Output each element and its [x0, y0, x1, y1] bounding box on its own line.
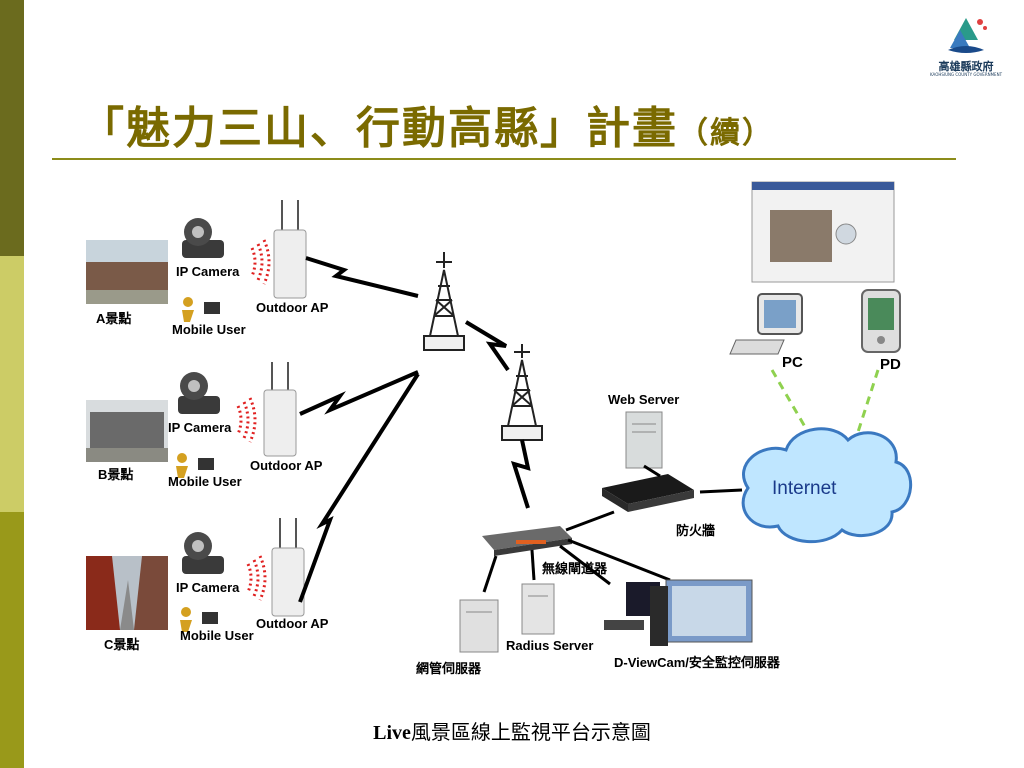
- internet-cloud-icon: [741, 427, 912, 544]
- left-accent-bar-top: [0, 0, 24, 256]
- radius-server-label: Radius Server: [506, 638, 594, 653]
- camera-label-b: IP Camera: [168, 420, 232, 435]
- site-b-photo: [86, 400, 168, 462]
- camera-label-a: IP Camera: [176, 264, 240, 279]
- left-accent-bar-middle: [0, 256, 24, 512]
- network-management-server-icon: [459, 599, 499, 653]
- firewall-label: 防火牆: [676, 523, 716, 538]
- ip-camera-icon: [178, 372, 220, 414]
- ip-camera-icon: [182, 532, 224, 574]
- internet-access-lines: [770, 369, 880, 433]
- outdoor-ap-icon: [271, 518, 305, 617]
- logo-subtitle: KAOHSIUNG COUNTY GOVERNMENT: [929, 72, 1003, 77]
- web-server-label: Web Server: [608, 392, 680, 407]
- pda-icon: [861, 289, 901, 353]
- site-label-b: B景點: [98, 467, 134, 482]
- site-label-a: A景點: [96, 311, 132, 326]
- internet-label: Internet: [772, 478, 837, 499]
- site-a-photo: [86, 240, 168, 304]
- gateway-label: 無線閘道器: [542, 561, 608, 576]
- pc-icon: [729, 293, 803, 355]
- left-accent-bar-bottom: [0, 512, 24, 768]
- camera-label-c: IP Camera: [176, 580, 240, 595]
- nms-server-label: 網管伺服器: [416, 661, 482, 676]
- mobile-user-icon: [176, 453, 214, 478]
- mobile-user-icon: [180, 607, 218, 632]
- pc-label: PC: [782, 354, 803, 371]
- dviewcam-server-icon: [604, 579, 753, 646]
- dviewcam-label: D-ViewCam/安全監控伺服器: [614, 655, 780, 670]
- outdoor-ap-icon: [273, 200, 307, 299]
- user-label-c: Mobile User: [180, 628, 254, 643]
- wireless-gateway-icon: [482, 526, 572, 556]
- title-underline: [52, 158, 956, 160]
- pd-label: PD: [880, 356, 901, 373]
- mobile-user-icon: [182, 297, 220, 322]
- web-monitor-screenshot: [751, 181, 895, 283]
- ap-label-b: Outdoor AP: [250, 458, 323, 473]
- relay-tower-icon: [501, 344, 543, 441]
- ip-camera-icon: [182, 218, 224, 258]
- user-label-a: Mobile User: [172, 322, 246, 337]
- ap-label-c: Outdoor AP: [256, 616, 329, 631]
- web-server-icon: [625, 411, 663, 469]
- slide-caption: Live風景區線上監視平台示意圖: [373, 722, 651, 744]
- site-c-photo: [86, 556, 168, 630]
- slide-title: 「魅力三山、行動高縣」計畫（續）: [80, 103, 774, 154]
- kaohsiung-logo-icon: [948, 18, 987, 53]
- relay-tower-icon: [423, 252, 465, 351]
- radius-server-icon: [521, 583, 555, 635]
- outdoor-ap-icon: [263, 362, 297, 457]
- wireless-link-lines: [298, 256, 531, 603]
- wired-link-lines: [482, 464, 743, 593]
- ap-label-a: Outdoor AP: [256, 300, 329, 315]
- logo-name: 高雄縣政府: [938, 60, 994, 73]
- firewall-icon: [602, 474, 694, 512]
- site-label-c: C景點: [104, 637, 140, 652]
- user-label-b: Mobile User: [168, 474, 242, 489]
- signal-icon: [236, 239, 271, 601]
